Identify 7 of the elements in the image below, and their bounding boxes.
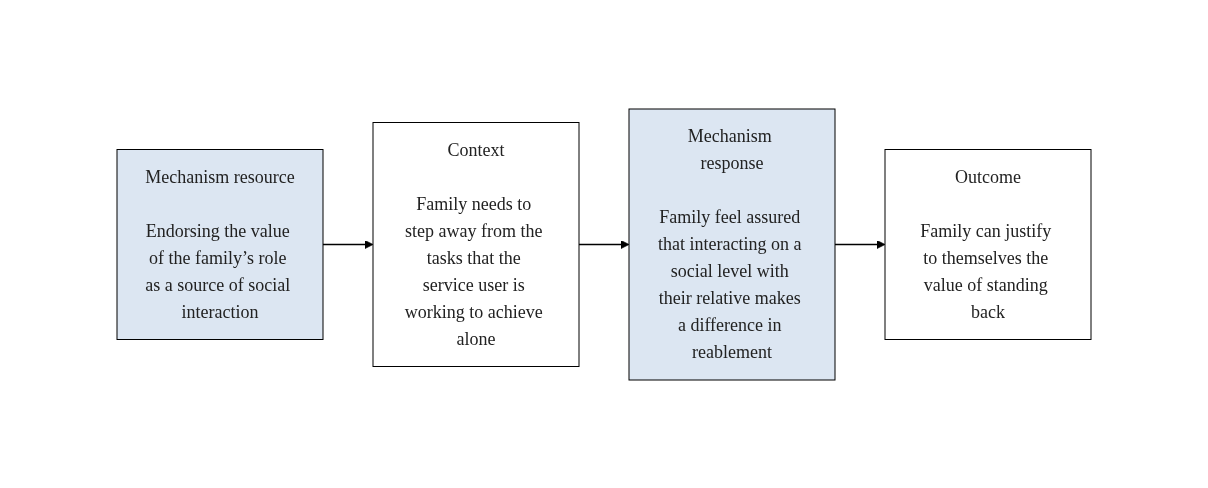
arrow [578,239,630,249]
node-box: Mechanism resource Endorsing the value of the family’s role as a source of social interaction [116,148,324,340]
arrow [322,239,374,249]
arrow [834,239,886,249]
node-box: Context Family needs to step away from the tasks that the service user is working to achieve alone [372,121,580,367]
node-box: Outcome Family can justify to themselves the value of standing back [884,148,1092,340]
node-box: Mechanism response Family feel assured that interacting on a social level with their relative makes a difference in reablement [628,108,836,380]
